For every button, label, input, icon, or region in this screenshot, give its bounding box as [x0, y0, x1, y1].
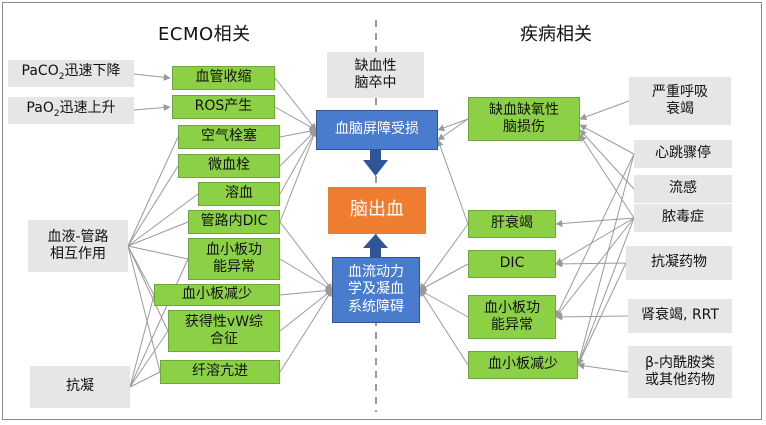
acquired-vw-syndrome: 获得性vW综 合征 [168, 310, 280, 352]
connector-line [555, 260, 627, 268]
connector-line [577, 362, 629, 373]
connector-line [279, 287, 333, 296]
sepsis: 脓毒症 [634, 204, 732, 232]
ros-production: ROS产生 [172, 95, 275, 119]
connector-line [127, 245, 189, 260]
severe-respiratory-failure: 严重呼吸 衰竭 [629, 77, 731, 125]
connector-line [127, 165, 179, 247]
connector-line [419, 289, 469, 318]
connector-line [579, 129, 635, 190]
connector-line [555, 217, 635, 265]
flow-arrows [363, 150, 388, 257]
connector-line [555, 217, 635, 228]
section-header-disease: 疾病相关 [520, 24, 592, 45]
connector-line [555, 217, 635, 318]
connector-line [279, 129, 317, 167]
connector-line [577, 262, 627, 366]
platelet-dysfunction-left: 血小板功 能异常 [188, 238, 280, 280]
connector-line [127, 221, 189, 247]
hemolysis: 溶血 [198, 182, 280, 206]
paco2-label: PaCO [21, 63, 59, 80]
vasoconstriction: 血管收缩 [172, 66, 275, 90]
intracerebral-hemorrhage: 脑出血 [328, 187, 426, 234]
influenza: 流感 [634, 175, 732, 203]
connector-line [279, 289, 333, 332]
microthrombus: 微血栓 [178, 154, 280, 178]
connector-line [133, 73, 171, 81]
connector-line [579, 100, 630, 121]
thrombocytopenia-left: 血小板减少 [154, 284, 280, 306]
hemodynamic-coagulation-disorder: 血流动力 学及凝血 系统障碍 [332, 257, 420, 323]
platelet-dysfunction-right: 血小板功 能异常 [468, 295, 556, 339]
circuit-dic: 管路内DIC [188, 210, 280, 234]
connector-line [419, 263, 469, 291]
pao2-rest: 迅速上升 [59, 100, 116, 117]
connector-line [437, 118, 469, 132]
pao2-subscript: 2 [53, 109, 60, 120]
renal-failure-rrt: 肾衰竭, RRT [628, 299, 732, 333]
connector-line [555, 313, 629, 321]
connector-line [129, 371, 161, 388]
connector-line [127, 193, 199, 247]
connector-line [419, 223, 469, 291]
connector-line [127, 245, 161, 373]
connector-line [279, 129, 317, 223]
connector-line [129, 330, 169, 388]
connector-line [579, 124, 635, 155]
connector-line [419, 289, 469, 366]
connector-line [133, 104, 171, 112]
ischemic-stroke: 缺血性 脑卒中 [327, 52, 424, 98]
connector-line [436, 139, 469, 225]
blood-circuit-interaction: 血液-管路 相互作用 [28, 220, 128, 272]
hypoxic-ischemic-brain-injury: 缺血缺氧性 脑损伤 [468, 97, 580, 141]
connector-line [127, 136, 179, 247]
paco2-rapid-drop: PaCO2迅速下降 [8, 60, 134, 87]
connector-line [274, 106, 317, 131]
diagram-frame [2, 2, 762, 420]
connector-line [279, 289, 333, 373]
air-embolism: 空气栓塞 [178, 125, 280, 149]
thrombocytopenia-right: 血小板减少 [468, 351, 578, 379]
connector-line [555, 153, 635, 318]
beta-lactam-drugs: β-内酰胺类 或其他药物 [628, 346, 732, 398]
connector-line [579, 134, 635, 219]
paco2-subscript: 2 [58, 72, 65, 83]
hyperfibrinolysis: 纤溶亢进 [160, 360, 280, 384]
connector-line [279, 221, 333, 291]
connector-line [437, 118, 469, 141]
section-header-ecmo: ECMO相关 [158, 24, 251, 45]
connector-line [129, 258, 189, 388]
connector-line [576, 217, 635, 366]
connector-line [274, 77, 317, 131]
liver-failure: 肝衰竭 [468, 210, 556, 238]
dic: DIC [468, 250, 556, 278]
connector-line [129, 294, 155, 388]
pao2-rapid-rise: PaO2迅速上升 [8, 97, 134, 124]
connector-line [279, 258, 333, 291]
pao2-label: PaO [26, 100, 54, 117]
anticoagulant-drugs: 抗凝药物 [626, 246, 732, 280]
connector-line [576, 153, 635, 366]
cardiac-arrest: 心跳骤停 [634, 140, 732, 168]
blood-brain-barrier-damage: 血脑屏障受损 [316, 110, 438, 150]
anticoagulation: 抗凝 [30, 366, 130, 408]
connector-line [279, 129, 317, 195]
paco2-rest: 迅速下降 [64, 63, 121, 80]
